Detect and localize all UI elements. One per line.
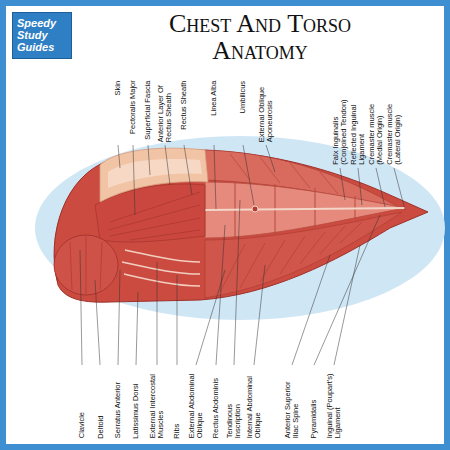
torso [54,150,428,302]
cover-title: Chest And Torso Anatomy [125,10,395,65]
part-label: Umbilicus [239,80,247,113]
logo-box: Speedy Study Guides [12,12,72,59]
white-panel [6,6,444,444]
part-label: Pyramidalis [310,399,318,438]
part-label: Reflected Inguinal Ligament [350,80,367,165]
leader-lines [80,145,405,365]
part-label: Serratus Anterior [114,382,122,438]
part-label: Skin [114,80,122,95]
part-label: Rectus Sheath [180,80,188,129]
part-label: Deltoid [96,415,104,438]
part-label: External Abdominal Oblique [188,368,205,438]
part-label: Cremaster muscle (Medial Origin) [368,80,385,165]
fascia [108,159,202,188]
part-label: External Intercostal Muscles [149,368,166,438]
part-label: Anterior Layer Of Rectus Sheath [157,80,174,142]
part-label: Rectus Abdominis [212,378,220,438]
part-label: Ribs [173,423,181,438]
part-label: Falx Inguinalis (Conjoined Tendon) [332,80,349,165]
part-label: Linea Alba [210,80,218,115]
part-label: Clavicle [78,412,86,438]
part-label: Internal Abdominal Oblique [246,368,263,438]
part-label: Tendinous Inscription [226,368,243,438]
part-label: Latissimus Dorsi [132,383,140,438]
logo-text: Speedy Study Guides [13,13,71,57]
linea-alba [205,208,405,210]
umbilicus [252,206,258,212]
ribs [122,250,200,286]
part-label: Cremaster muscle (Lateral Origin) [386,80,403,165]
pectoral-fibres [108,192,200,240]
part-label: Pectoralis Major [129,80,137,134]
deltoid [54,235,118,295]
deltoid-fibres [70,236,102,294]
part-label: Anterior Superior Iliac Spine [284,368,301,438]
part-label: Superficial Fascia [144,80,152,139]
part-label: Inguinal (Poupart's) Ligament [326,368,343,438]
part-label: External Oblique Aponeurosis [258,80,275,142]
rectus-abdominis [205,182,405,238]
